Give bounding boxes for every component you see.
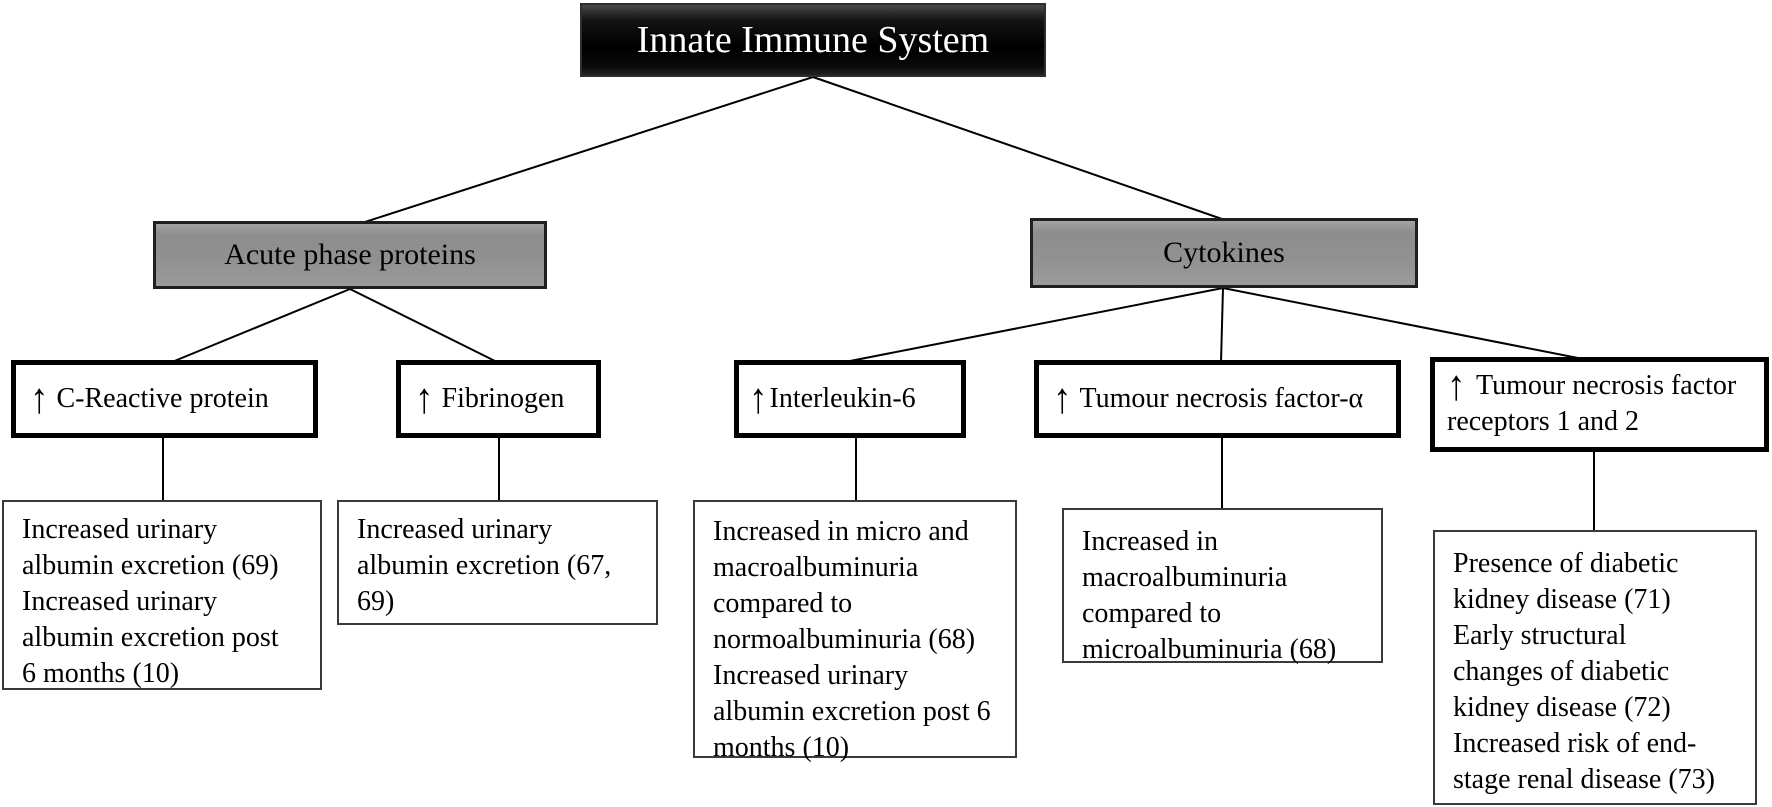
root-node-innate-immune-system: Innate Immune System	[580, 3, 1046, 77]
marker-label: Interleukin-6	[769, 383, 916, 414]
marker-node-c-reactive-protein: ↑ C-Reactive protein	[11, 360, 318, 438]
category-label: Acute phase proteins	[224, 238, 476, 271]
marker-node-interleukin-6: ↑ Interleukin-6	[734, 360, 966, 438]
findings-box-interleukin-6: Increased in micro and macroalbuminuria …	[693, 500, 1017, 763]
finding-text: Increased in macroalbuminuria compared t…	[1082, 526, 1337, 665]
marker-label: Tumour necrosis factor-α	[1079, 383, 1364, 414]
marker-node-tumour-necrosis-factor-receptors: ↑ Tumour necrosis factor receptors 1 and…	[1430, 357, 1769, 452]
connector-root-to-cytokines	[812, 76, 1223, 220]
connector-root-to-acute	[364, 76, 814, 223]
finding-text: Increased urinary albumin excretion post…	[22, 586, 279, 689]
category-node-acute-phase-proteins: Acute phase proteins	[153, 221, 547, 289]
root-label: Innate Immune System	[636, 19, 990, 61]
finding-text: Increased in micro and macroalbuminuria …	[713, 516, 976, 655]
finding-text: Early structural changes of diabetic kid…	[1453, 620, 1671, 723]
finding-text: Presence of diabetic kidney disease (71)	[1453, 548, 1679, 615]
marker-label: Tumour necrosis factor receptors 1 and 2	[1447, 370, 1737, 437]
marker-node-tumour-necrosis-factor-alpha: ↑ Tumour necrosis factor-α	[1034, 360, 1401, 438]
up-arrow-icon: ↑	[415, 375, 434, 423]
connector-cytokines-to-il6	[844, 287, 1224, 363]
up-arrow-icon: ↑	[30, 375, 49, 423]
category-label: Cytokines	[1163, 236, 1285, 269]
findings-box-tumour-necrosis-factor-alpha: Increased in macroalbuminuria compared t…	[1062, 508, 1383, 665]
marker-label: C-Reactive protein	[56, 383, 269, 414]
findings-box-fibrinogen: Increased urinary albumin excretion (67,…	[337, 500, 658, 625]
marker-node-fibrinogen: ↑ Fibrinogen	[396, 360, 601, 438]
finding-text: Increased risk of end-stage renal diseas…	[1453, 728, 1715, 795]
connector-cytokines-to-tnfa	[1220, 287, 1224, 363]
up-arrow-icon: ↑	[1447, 362, 1466, 411]
connector-cytokines-to-tnfr	[1222, 287, 1584, 360]
connector-acute-to-crp	[171, 288, 351, 363]
connector-acute-to-fibrinogen	[349, 288, 498, 363]
findings-box-tumour-necrosis-factor-receptors: Presence of diabetic kidney disease (71)…	[1433, 530, 1757, 805]
up-arrow-icon: ↑	[749, 375, 768, 423]
marker-label: Fibrinogen	[441, 383, 565, 414]
finding-text: Increased urinary albumin excretion (69)	[22, 514, 279, 581]
category-node-cytokines: Cytokines	[1030, 218, 1418, 288]
up-arrow-icon: ↑	[1053, 375, 1072, 423]
finding-text: Increased urinary albumin excretion (67,…	[357, 514, 612, 617]
findings-box-c-reactive-protein: Increased urinary albumin excretion (69)…	[2, 500, 322, 690]
finding-text: Increased urinary albumin excretion post…	[713, 660, 991, 763]
